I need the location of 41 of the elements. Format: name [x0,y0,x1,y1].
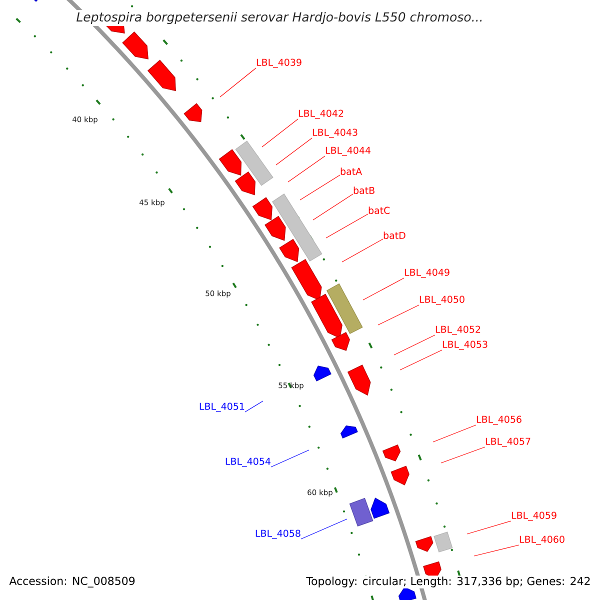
leader-line [220,68,256,98]
gene-label: LBL_4056 [476,416,522,425]
leader-line [244,400,264,412]
gene-label: batB [354,186,374,194]
leader-line [262,118,298,148]
leader-line [342,238,384,262]
gene-label: LBL_4058 [256,530,300,539]
gene-label: batA [340,168,362,175]
gene-label: LBL_4051 [200,402,244,412]
leader-line [474,544,520,556]
leader-line [270,450,310,468]
gene-label: LBL_4057 [486,438,530,447]
leader-line [300,518,348,540]
gene-label: LBL_4039 [256,58,302,68]
gene-label: LBL_4044 [326,146,370,156]
leader-line [276,138,312,166]
leader-line [300,174,340,200]
summary-text: Topology: circular; Length: 317,336 bp; Genes: 242 [305,576,592,588]
gene-label: batD [384,232,406,239]
gene-label: LBL_4042 [298,110,344,119]
gene-label: LBL_4060 [520,536,564,545]
gene-label: LBL_4053 [442,340,488,350]
gene-label: LBL_4049 [404,268,450,278]
leader-line [400,350,442,370]
gene-label: LBL_4054 [226,458,270,467]
leader-line [288,156,326,182]
leader-line [432,424,476,442]
gene-label: LBL_4052 [436,326,480,335]
leader-line [326,214,368,238]
gene-label: batC [368,206,390,214]
gene-label: LBL_4043 [312,128,358,138]
leader-line [466,520,512,534]
leader-line [440,446,486,464]
gene-label: LBL_4059 [512,512,556,521]
leader-line [378,304,420,326]
title: Leptospira borgpetersenii serovar Hardjo-bovis L550 chromoso... [74,10,486,26]
leader-line [362,278,404,300]
leader-line [312,194,354,220]
accession-text: Accession: NC_008509 [8,576,136,588]
gene-label: LBL_4050 [420,296,464,305]
leader-line [394,334,436,356]
